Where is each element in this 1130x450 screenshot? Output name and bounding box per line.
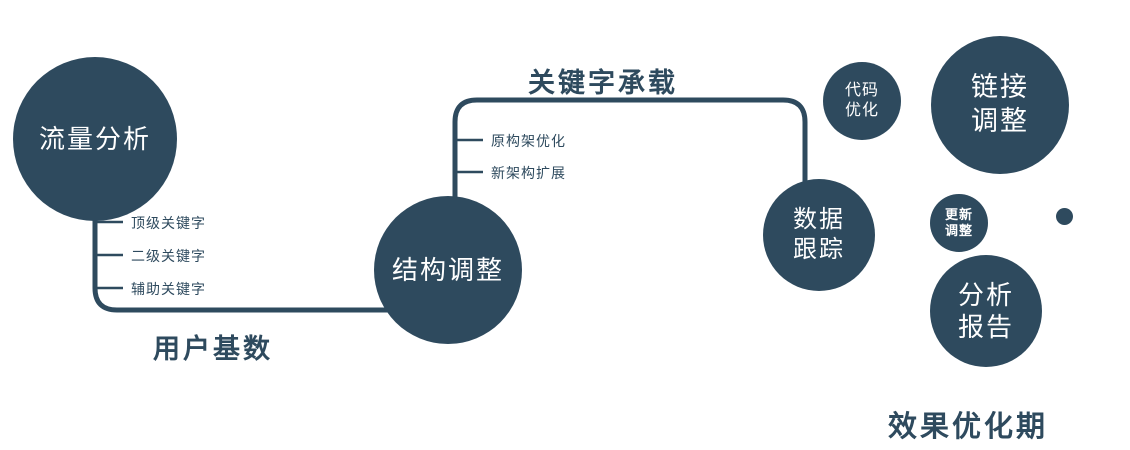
node-traffic-analysis-label: 流量分析 <box>38 123 151 154</box>
node-code-optimize-line1: 代码 <box>844 82 879 99</box>
node-link-adjust-line1: 链接 <box>971 72 1029 103</box>
node-traffic-analysis: 流量分析 <box>13 57 177 221</box>
branch-label-original-arch: 原构架优化 <box>491 133 566 149</box>
node-analysis-report: 分析 报告 <box>930 255 1042 367</box>
edge-label-user-base: 用户基数 <box>153 334 273 364</box>
edge-label-keyword-carry: 关键字承载 <box>528 68 678 98</box>
branch-label-top-keyword: 顶级关键字 <box>131 215 206 231</box>
node-analysis-report-line1: 分析 <box>957 279 1014 310</box>
node-code-optimize: 代码 优化 <box>823 62 901 140</box>
node-data-tracking-line1: 数据 <box>793 206 845 233</box>
branch-label-aux-keyword: 辅助关键字 <box>131 281 206 297</box>
node-analysis-report-line2: 报告 <box>957 312 1014 342</box>
node-structure-adjust-label: 结构调整 <box>391 254 504 285</box>
node-update-adjust-line1: 更新 <box>944 206 973 222</box>
node-update-adjust-line2: 调整 <box>944 223 973 238</box>
node-link-adjust: 链接 调整 <box>931 36 1069 174</box>
node-structure-adjust: 结构调整 <box>374 196 522 344</box>
caption-effect-period: 效果优化期 <box>888 411 1049 443</box>
branch-label-second-keyword: 二级关键字 <box>131 248 206 264</box>
edge-structure-to-tracking <box>452 97 808 215</box>
node-link-adjust-line2: 调整 <box>971 106 1029 136</box>
node-data-tracking: 数据 跟踪 <box>763 179 875 291</box>
node-update-adjust: 更新 调整 <box>930 194 988 252</box>
node-code-optimize-line2: 优化 <box>844 102 879 119</box>
bullet-dot <box>1056 208 1073 225</box>
node-data-tracking-line2: 跟踪 <box>793 236 845 263</box>
branch-label-new-arch: 新架构扩展 <box>491 165 566 181</box>
